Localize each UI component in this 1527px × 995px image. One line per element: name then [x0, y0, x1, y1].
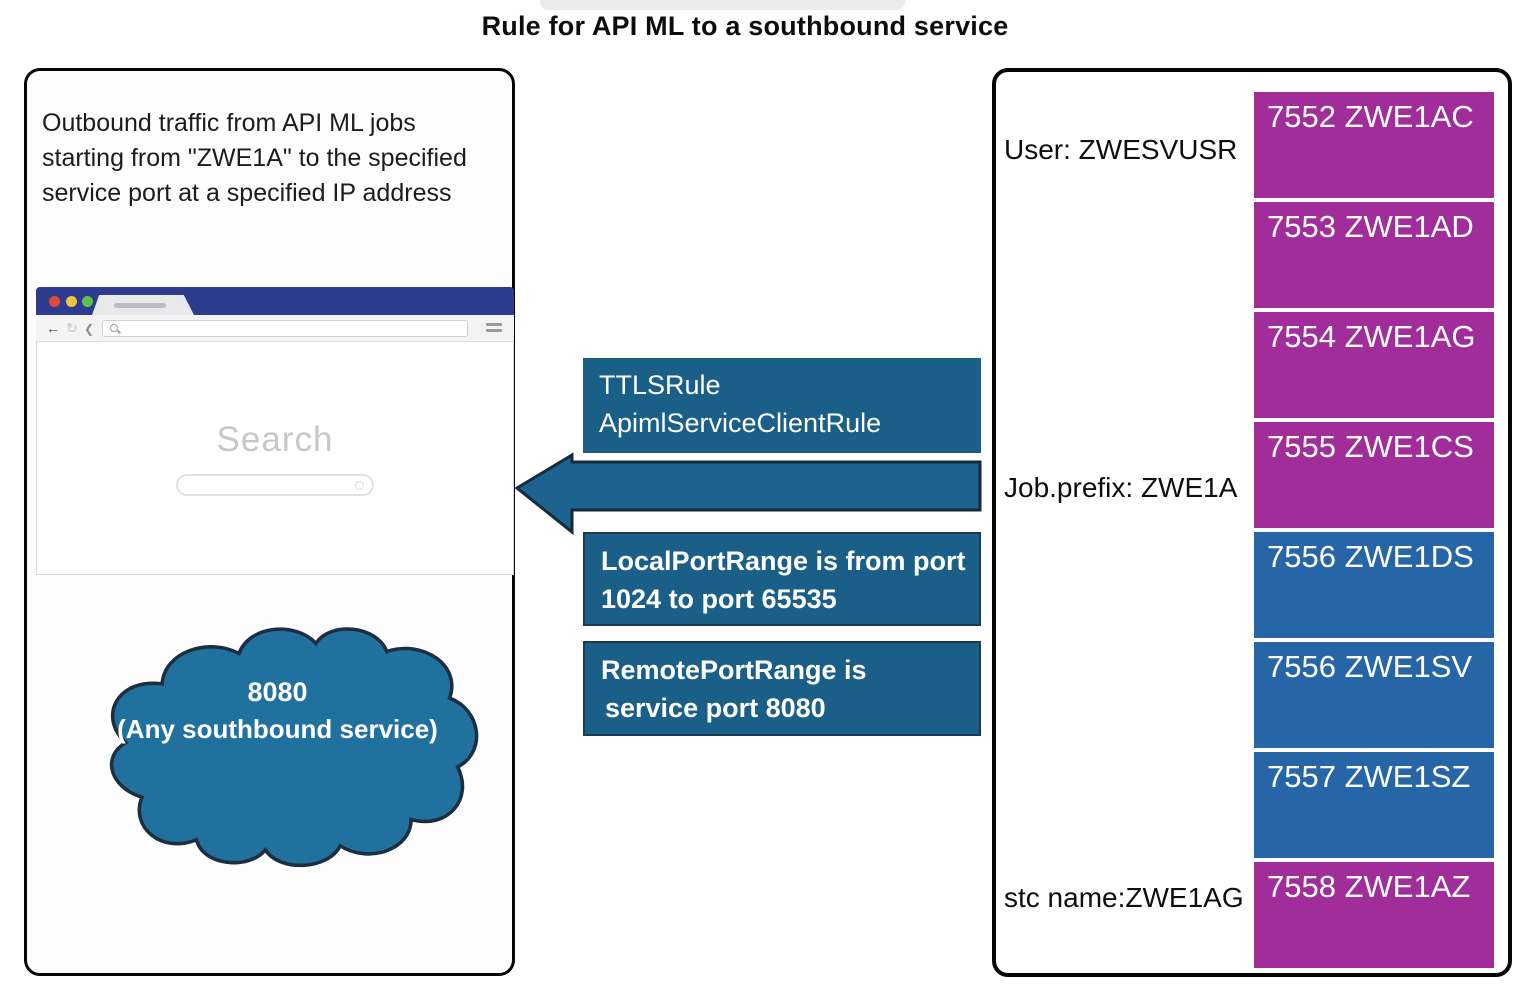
- browser-content: Search: [36, 342, 514, 575]
- search-lens-icon: [355, 481, 364, 490]
- browser-toolbar: ← ↻ ❮: [36, 315, 514, 342]
- port-box-label: 7554 ZWE1AG: [1267, 319, 1476, 354]
- menu-icon: [486, 323, 502, 335]
- ttls-rule-box: TTLSRule ApimlServiceClientRule: [583, 358, 981, 453]
- tab-title-smudge: [114, 303, 166, 308]
- outbound-traffic-description: Outbound traffic from API ML jobs starti…: [42, 109, 467, 207]
- port-box: 7555 ZWE1CS: [1254, 422, 1494, 528]
- ttls-rule-line1: TTLSRule: [599, 370, 721, 400]
- remote-port-line2: service port 8080: [605, 693, 826, 723]
- port-box-label: 7552 ZWE1AC: [1267, 99, 1474, 134]
- port-box-label: 7553 ZWE1AD: [1267, 209, 1474, 244]
- url-bar: [102, 320, 468, 337]
- cloud-shape: [109, 627, 479, 868]
- ttls-rule-line2: ApimlServiceClientRule: [599, 408, 882, 438]
- southbound-service-cloud: 8080 (Any southbound service): [65, 591, 490, 876]
- cloud-text: 8080 (Any southbound service): [65, 677, 490, 745]
- diagram-title: Rule for API ML to a southbound service: [481, 11, 1009, 41]
- port-box: 7557 ZWE1SZ: [1254, 752, 1494, 858]
- port-box-label: 7556 ZWE1DS: [1267, 539, 1474, 574]
- stc-name-label: stc name:ZWE1AG: [1004, 882, 1244, 913]
- port-box: 7558 ZWE1AZ: [1254, 862, 1494, 968]
- local-port-line2: 1024 to port 65535: [601, 584, 837, 614]
- traffic-light-red-icon: [49, 296, 60, 307]
- port-box: 7553 ZWE1AD: [1254, 202, 1494, 308]
- ports-column: 7552 ZWE1AC 7553 ZWE1AD 7554 ZWE1AG 7555…: [1254, 92, 1494, 972]
- search-label: Search: [216, 420, 334, 459]
- job-prefix-label: Job.prefix: ZWE1A: [1004, 472, 1238, 503]
- port-box: 7554 ZWE1AG: [1254, 312, 1494, 418]
- remote-port-line1: RemotePortRange is: [601, 655, 867, 685]
- user-label: User: ZWESVUSR: [1004, 134, 1238, 165]
- right-panel: User: ZWESVUSR Job.prefix: ZWE1A stc nam…: [992, 68, 1512, 977]
- browser-titlebar: [36, 287, 514, 315]
- cropped-top-bar: [540, 0, 905, 10]
- traffic-light-yellow-icon: [66, 296, 77, 307]
- port-box-label: 7556 ZWE1SV: [1267, 649, 1473, 684]
- cloud-caption-label: (Any southbound service): [117, 714, 438, 744]
- cloud-port-label: 8080: [247, 677, 308, 707]
- reload-icon: ❮: [84, 322, 95, 336]
- port-box-label: 7557 ZWE1SZ: [1267, 759, 1471, 794]
- search-input-pill: [176, 474, 374, 496]
- port-box: 7552 ZWE1AC: [1254, 92, 1494, 198]
- search-icon: [110, 324, 118, 332]
- port-box-label: 7558 ZWE1AZ: [1267, 869, 1471, 904]
- forward-icon: ↻: [66, 320, 78, 336]
- port-box: 7556 ZWE1SV: [1254, 642, 1494, 748]
- port-box: 7556 ZWE1DS: [1254, 532, 1494, 638]
- remote-port-range-box: RemotePortRange is service port 8080: [583, 641, 981, 736]
- left-panel: Outbound traffic from API ML jobs starti…: [24, 68, 515, 976]
- back-icon: ←: [46, 320, 60, 336]
- local-port-line1: LocalPortRange is from port: [601, 546, 966, 576]
- port-box-label: 7555 ZWE1CS: [1267, 429, 1474, 464]
- browser-tab: [92, 295, 194, 315]
- flow-arrow: [514, 442, 982, 542]
- traffic-light-green-icon: [82, 296, 93, 307]
- browser-mockup: ← ↻ ❮ Search: [36, 287, 514, 575]
- local-port-range-box: LocalPortRange is from port 1024 to port…: [583, 532, 981, 626]
